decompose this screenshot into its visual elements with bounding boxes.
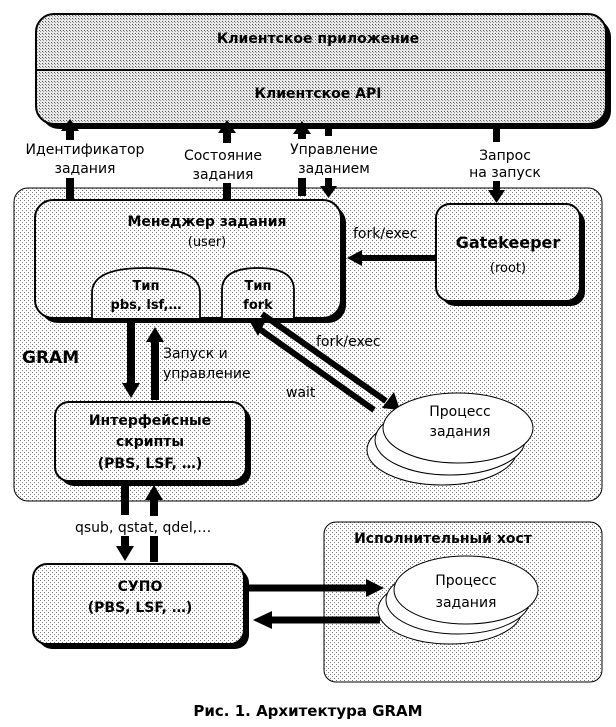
- state-arrow-lower: [223, 183, 231, 201]
- qsub-down-shaft-upper: [121, 481, 129, 515]
- gram-process-stack: Процесс задания: [366, 392, 534, 486]
- control-up-arrowhead: [293, 121, 311, 134]
- gram-label: GRAM: [22, 348, 79, 368]
- job-id-arrow-lower: [66, 178, 74, 201]
- qsub-arrows: [116, 481, 163, 562]
- control-down-arrow-lower: [325, 178, 332, 187]
- launch-up-arrowhead: [146, 327, 164, 342]
- launch-label-line2: управление: [163, 366, 251, 382]
- gram-process-ellipse-1: [382, 392, 534, 464]
- client-block: Клиентское приложение Клиентское API: [35, 13, 611, 129]
- process-to-supo-arrowhead: [253, 611, 272, 629]
- type-pbs-line2: pbs, lsf,…: [111, 298, 182, 313]
- launch-down-arrowhead: [122, 383, 140, 398]
- fork-exec-gatekeeper-label: fork/exec: [353, 226, 418, 242]
- type-fork-tab: [221, 267, 295, 318]
- gatekeeper: Gatekeeper (root): [435, 203, 585, 306]
- label-request-line2: на запуск: [469, 165, 541, 181]
- client-arrows: [61, 119, 505, 203]
- control-up-arrow-lower: [298, 178, 306, 196]
- job-manager-title: Менеджер задания: [127, 214, 286, 230]
- label-state-line2: задания: [193, 167, 254, 183]
- qsub-up-arrowhead: [145, 485, 163, 500]
- gatekeeper-sub: (root): [490, 261, 526, 276]
- label-control-line1: Управление: [290, 142, 378, 158]
- type-fork-line1: Тип: [245, 279, 272, 294]
- wait-line: [256, 325, 376, 413]
- qsub-down-shaft-lower: [121, 536, 129, 548]
- client-app-label: Клиентское приложение: [217, 31, 419, 47]
- interface-scripts-line3: (PBS, LSF, …): [98, 456, 203, 472]
- state-arrow-upper: [223, 133, 231, 143]
- request-arrow-lower: [493, 181, 500, 191]
- control-up-arrow-upper: [298, 133, 306, 139]
- job-id-arrowhead: [61, 119, 79, 131]
- supo: СУПО (PBS, LSF, …): [32, 563, 249, 649]
- state-arrow-head: [218, 120, 236, 133]
- exec-process-ellipse-1: [393, 555, 539, 625]
- request-arrowhead: [488, 190, 505, 203]
- fork-exec-process-label: fork/exec: [316, 334, 381, 350]
- gram-process-line2: задания: [430, 424, 491, 440]
- exec-process-line1: Процесс: [435, 573, 497, 589]
- interface-scripts-line1: Интерфейсные: [89, 413, 211, 429]
- exec-process-line2: задания: [436, 595, 497, 611]
- fork-exec-process-line: [260, 311, 388, 404]
- wait-label: wait: [286, 385, 316, 401]
- label-request-line1: Запрос: [479, 148, 531, 164]
- qsub-down-arrowhead: [116, 546, 134, 561]
- label-state-line1: Состояние: [184, 148, 262, 164]
- job-id-arrow-upper: [66, 131, 74, 140]
- supo-line1: СУПО: [118, 579, 163, 595]
- interface-scripts: Интерфейсные скрипты (PBS, LSF, …): [54, 401, 251, 486]
- exec-host-title: Исполнительный хост: [354, 531, 533, 547]
- gatekeeper-title: Gatekeeper: [456, 233, 561, 252]
- interface-scripts-box: [54, 401, 247, 482]
- request-arrow-upper: [493, 126, 500, 142]
- supo-line2: (PBS, LSF, …): [88, 600, 193, 616]
- qsub-up-shaft-upper: [150, 498, 158, 516]
- label-job-id-line2: задания: [55, 161, 116, 177]
- wait-arrowhead: [250, 320, 266, 336]
- launch-up-shaft: [151, 340, 159, 400]
- exec-process-stack: Процесс задания: [377, 555, 539, 645]
- type-pbs-tab: [91, 267, 201, 318]
- launch-label-line1: Запуск и: [163, 346, 228, 362]
- control-down-arrow-upper: [325, 126, 332, 136]
- control-down-arrowhead: [320, 186, 337, 198]
- label-control-line2: заданием: [298, 161, 370, 177]
- qsub-label: qsub, qstat, qdel,…: [75, 520, 211, 536]
- gatekeeper-box: [435, 203, 581, 302]
- gram-process-line1: Процесс: [429, 404, 491, 420]
- launch-arrows: [122, 323, 164, 400]
- client-api-label: Клиентское API: [255, 86, 382, 102]
- job-manager-sub: (user): [188, 235, 227, 250]
- interface-scripts-line2: скрипты: [116, 434, 184, 450]
- launch-down-shaft: [127, 323, 135, 385]
- type-fork-line2: fork: [243, 298, 273, 313]
- supo-to-process-arrowhead: [366, 579, 384, 597]
- type-pbs-line1: Тип: [133, 279, 160, 294]
- supo-box: [32, 563, 245, 645]
- figure-caption: Рис. 1. Архитектура GRAM: [193, 702, 422, 720]
- job-manager: Менеджер задания (user) Тип pbs, lsf,… Т…: [34, 199, 346, 323]
- label-job-id-line1: Идентификатор: [26, 142, 145, 158]
- gatekeeper-to-manager-arrowhead: [347, 250, 362, 266]
- qsub-up-shaft-lower: [150, 536, 158, 562]
- fork-exec-process-arrowhead: [382, 392, 400, 410]
